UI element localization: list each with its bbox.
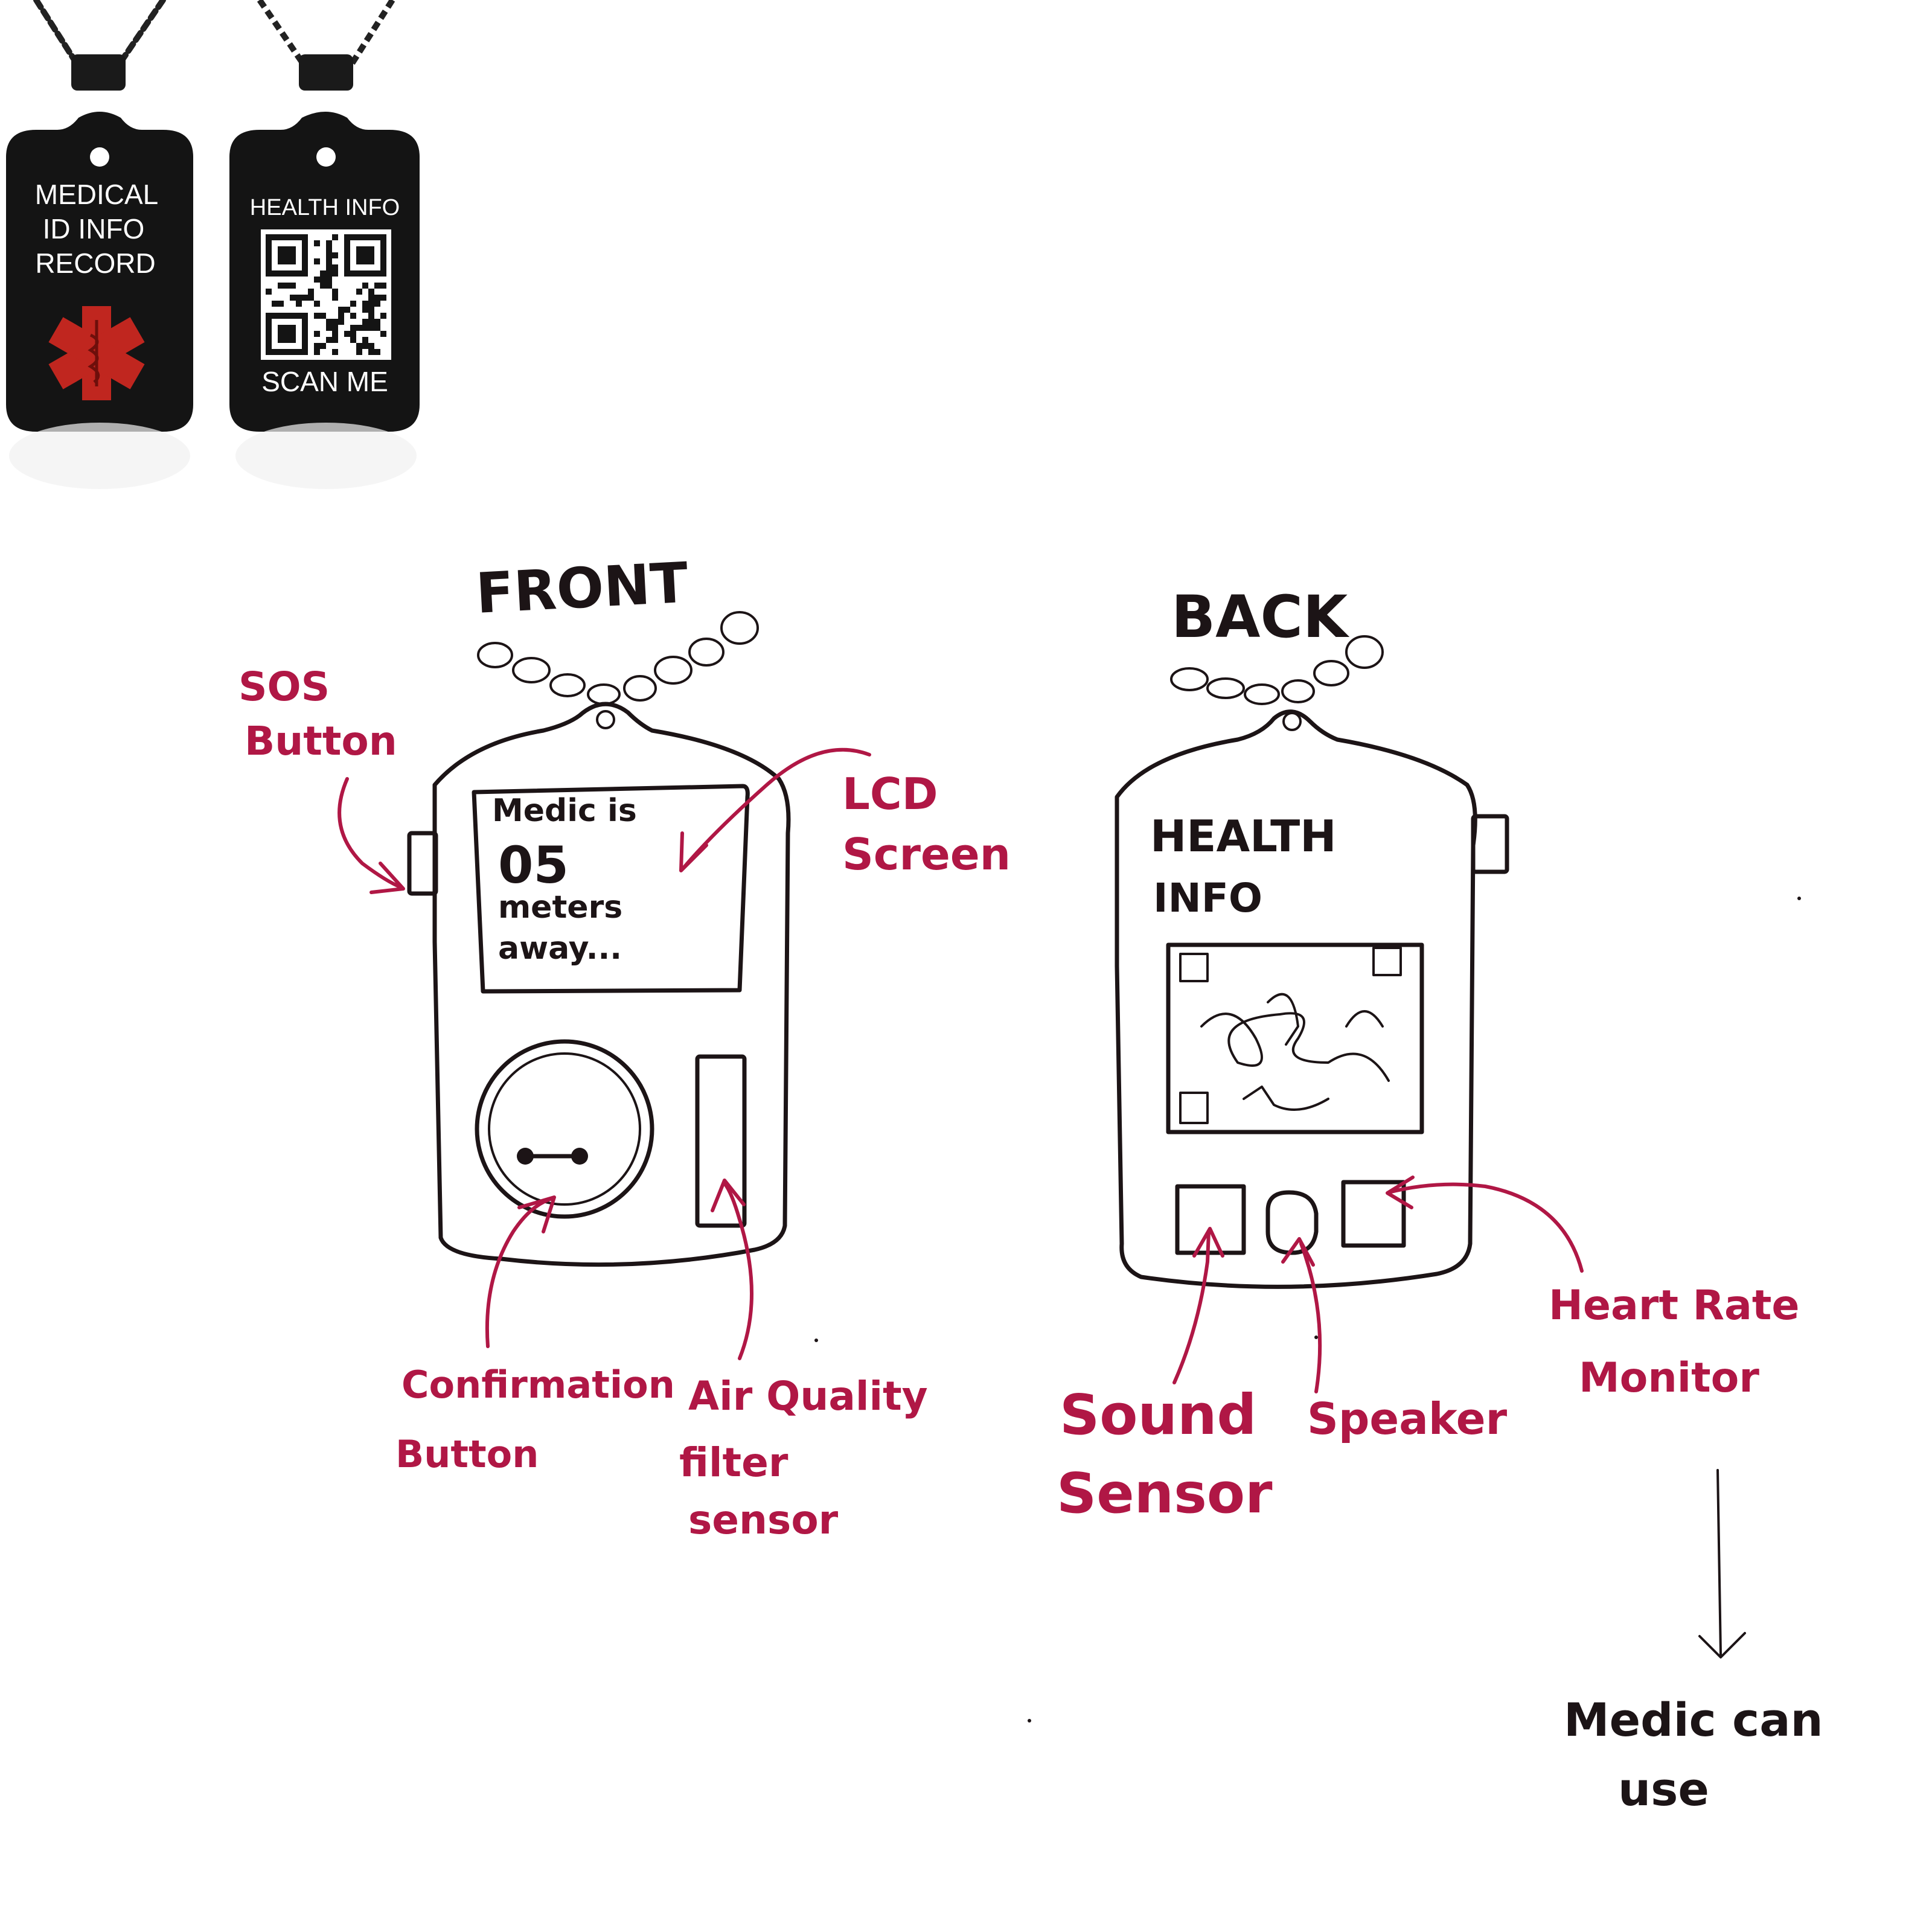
- sos-button[interactable]: [407, 831, 438, 896]
- label-air-1: Air Quality: [688, 1373, 928, 1419]
- front-device-body: [432, 702, 791, 1267]
- qr-code-sketch-icon: [1166, 942, 1424, 1134]
- air-quality-sensor: [695, 1054, 747, 1228]
- arrow-sos: [337, 777, 405, 894]
- back-device-body: [1115, 709, 1477, 1289]
- label-air-2: filter: [679, 1439, 788, 1486]
- label-heart-2: Monitor: [1579, 1354, 1759, 1402]
- star-of-life-icon: [48, 306, 145, 400]
- label-confirm-2: Button: [395, 1432, 539, 1476]
- front-heading: FRONT: [475, 551, 690, 626]
- label-sound-2: Sensor: [1057, 1461, 1273, 1526]
- tag-back-title: HEALTH INFO: [250, 195, 400, 220]
- stray-mark: [1314, 1335, 1318, 1339]
- speaker: [1265, 1190, 1319, 1255]
- arrow-sound: [1172, 1227, 1224, 1384]
- stray-mark: [814, 1339, 818, 1342]
- back-title-1: HEALTH: [1150, 811, 1337, 862]
- heart-rate-monitor: [1341, 1180, 1406, 1248]
- arrow-confirm: [485, 1195, 556, 1348]
- note-line-1: Medic can: [1564, 1693, 1823, 1747]
- qr-code-icon: [261, 229, 391, 360]
- arrow-speaker: [1281, 1237, 1322, 1393]
- reference-tag-front: MEDICAL ID INFO RECORD: [6, 0, 193, 489]
- back-chain-icon: [1170, 635, 1384, 705]
- stray-mark: [1028, 1719, 1031, 1722]
- label-sos-1: SOS: [238, 664, 330, 710]
- back-side-button[interactable]: [1471, 814, 1509, 874]
- back-heading: BACK: [1171, 583, 1350, 651]
- front-chain-icon: [477, 611, 759, 705]
- arrow-air: [711, 1179, 753, 1360]
- back-title-2: INFO: [1153, 875, 1262, 921]
- tag-front-line-3: RECORD: [35, 248, 155, 279]
- arrow-heart: [1386, 1176, 1584, 1273]
- arrow-down-icon: [1698, 1469, 1746, 1659]
- label-sos-2: Button: [245, 718, 397, 764]
- chain-icon: [257, 0, 395, 68]
- tag-back-footer: SCAN ME: [261, 366, 388, 397]
- lcd-line-1: Medic is: [492, 793, 637, 829]
- lcd-line-4: away...: [498, 930, 622, 967]
- arrow-lcd: [679, 747, 871, 872]
- note-line-2: use: [1618, 1762, 1709, 1816]
- tag-front-line-1: MEDICAL: [35, 179, 158, 210]
- confirmation-button[interactable]: [475, 1039, 654, 1219]
- tag-front-line-2: ID INFO: [43, 213, 145, 245]
- label-confirm-1: Confirmation: [401, 1363, 675, 1407]
- stray-mark: [1797, 897, 1801, 900]
- label-heart-1: Heart Rate: [1549, 1282, 1800, 1329]
- lcd-screen: [472, 784, 750, 994]
- label-air-3: sensor: [688, 1497, 839, 1543]
- sound-sensor: [1175, 1184, 1246, 1255]
- chain-icon: [33, 0, 166, 69]
- label-speaker: Speaker: [1307, 1393, 1508, 1444]
- label-lcd-2: Screen: [842, 829, 1011, 880]
- lcd-line-2: 05: [498, 836, 569, 895]
- label-lcd-1: LCD: [842, 769, 938, 819]
- label-sound-1: Sound: [1060, 1383, 1256, 1447]
- reference-tag-back: HEALTH INFO SCAN ME: [229, 0, 420, 489]
- lcd-line-3: meters: [498, 889, 622, 926]
